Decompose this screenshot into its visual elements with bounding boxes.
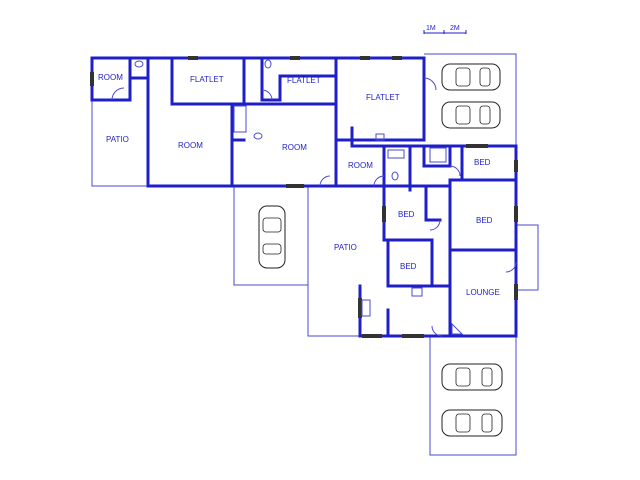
scale-label-2m: 2M [450, 25, 460, 32]
scale-bar: 1M 2M [423, 25, 467, 34]
bed-label-4: BED [400, 262, 417, 271]
flatlet-label-2: FLATLET [287, 76, 321, 85]
patio-label-left: PATIO [106, 135, 129, 144]
fixtures [134, 59, 464, 335]
windows [90, 56, 518, 338]
room-label-top-left: ROOM [98, 73, 123, 82]
room-label-mid-left: ROOM [178, 141, 203, 150]
bed-label-2: BED [398, 210, 415, 219]
bed-label-3: BED [476, 216, 493, 225]
doors [111, 77, 517, 337]
flatlet-label-1: FLATLET [190, 75, 224, 84]
room-labels: ROOM PATIO FLATLET FLATLET FLATLET ROOM … [98, 73, 500, 297]
car-bottom-2 [441, 409, 503, 437]
lounge-label: LOUNGE [466, 288, 500, 297]
walls [90, 56, 518, 338]
scale-label-1m: 1M [426, 25, 436, 32]
flatlet-label-3: FLATLET [366, 93, 400, 102]
room-label-mid: ROOM [282, 143, 307, 152]
car-top-2 [441, 101, 501, 129]
patio-label-center: PATIO [334, 243, 357, 252]
room-label-small: ROOM [348, 161, 373, 170]
bed-label-1: BED [474, 158, 491, 167]
car-left [258, 205, 286, 269]
car-bottom-1 [441, 363, 503, 391]
car-top-1 [441, 63, 501, 91]
